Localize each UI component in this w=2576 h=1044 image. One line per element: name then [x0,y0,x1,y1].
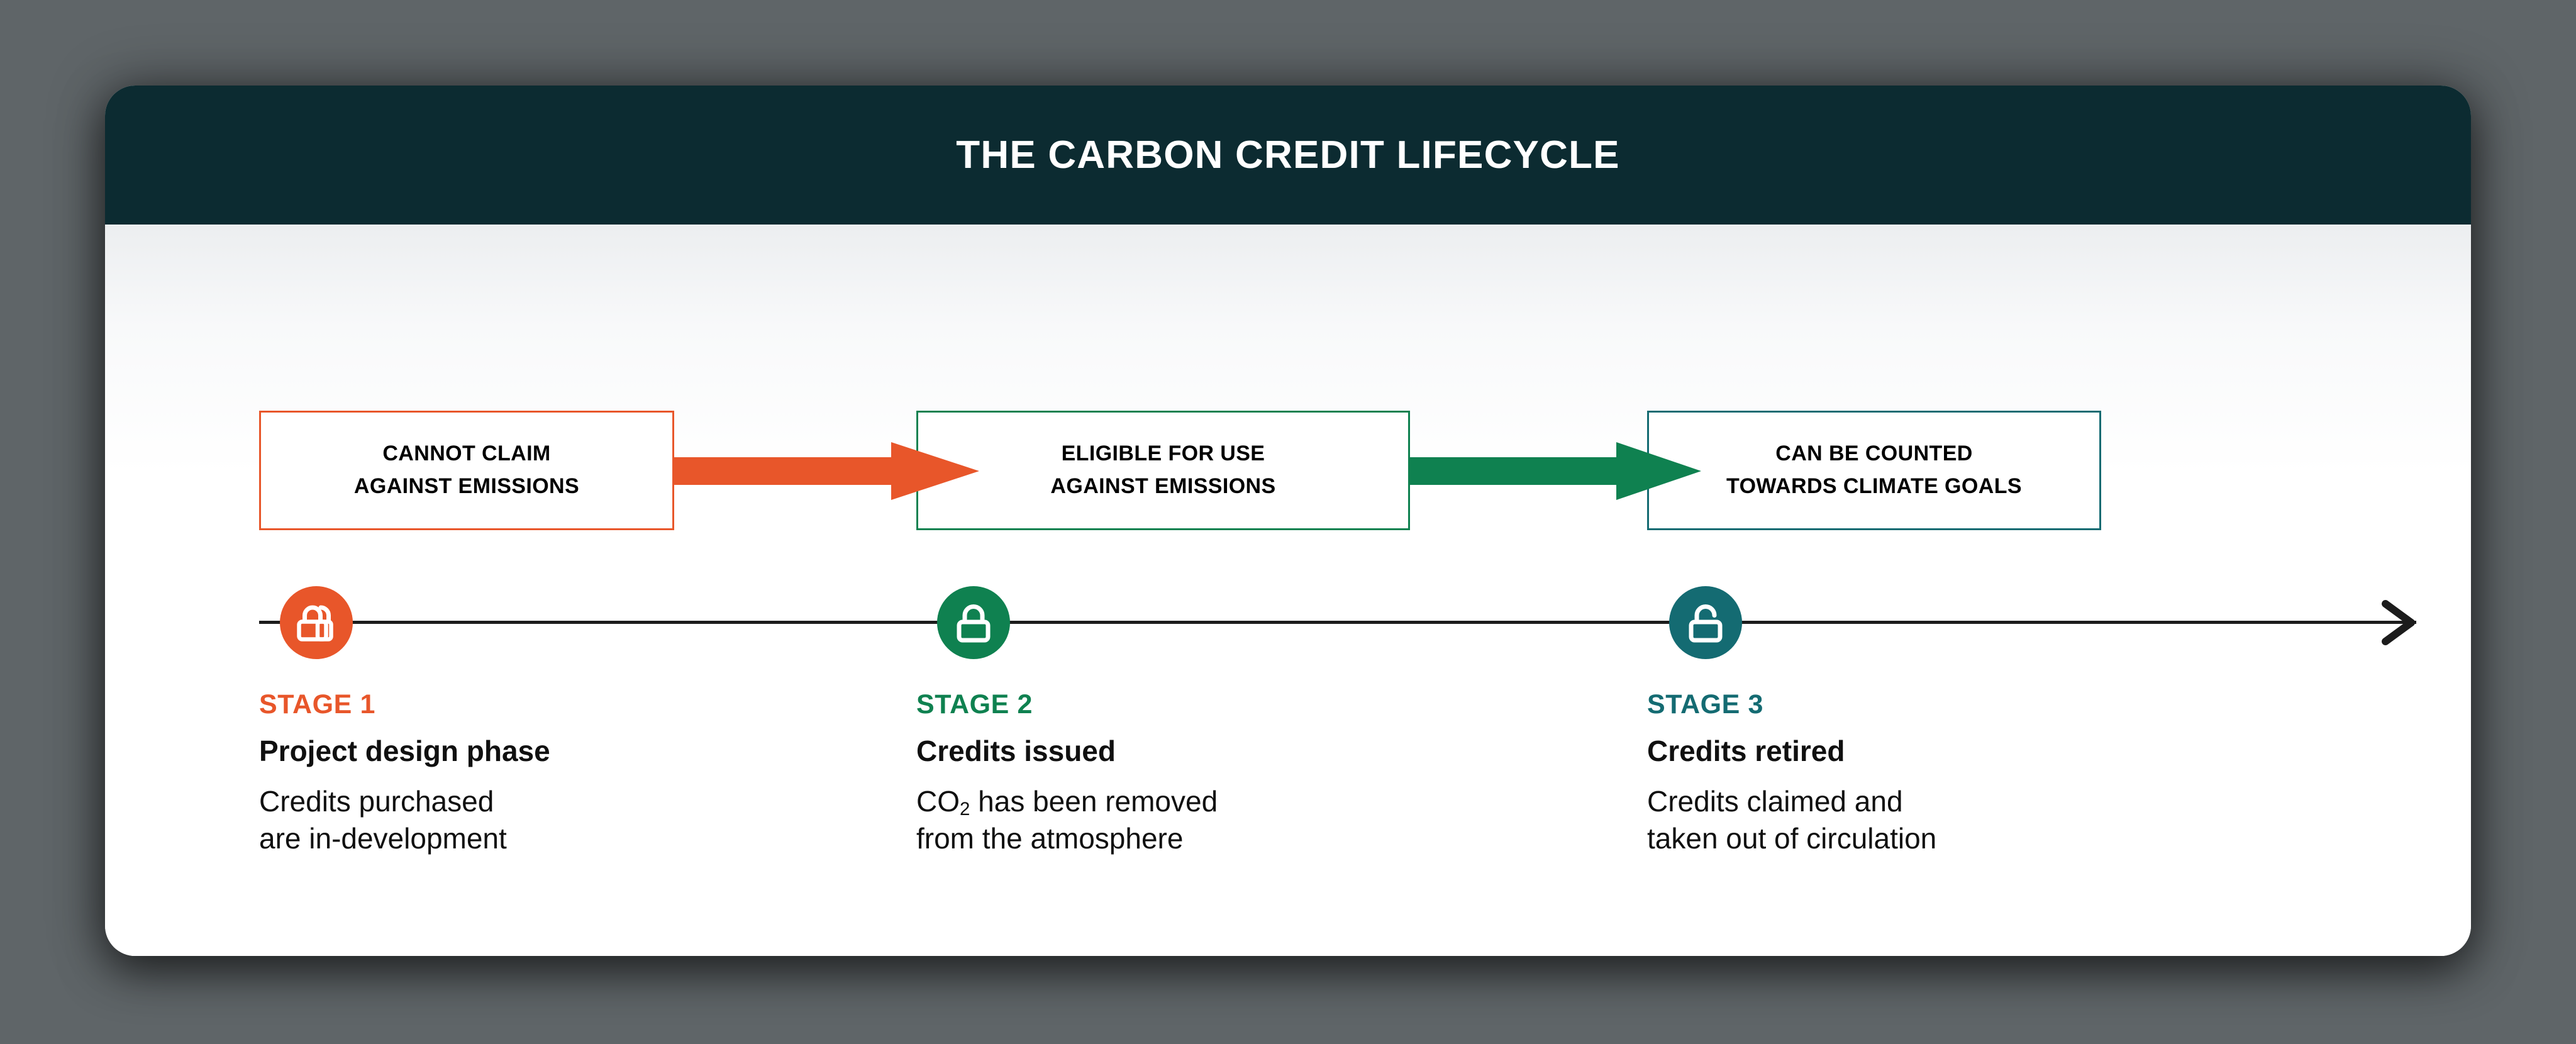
flow-arrow-stage1-to-stage2 [674,441,979,501]
page-title: THE CARBON CREDIT LIFECYCLE [956,133,1620,177]
card-body: CANNOT CLAIM AGAINST EMISSIONS ELIGIBLE … [105,225,2471,956]
stage-column-3: STAGE 3 Credits retired Credits claimed … [1647,691,2213,857]
stage-description: CO2 has been removed from the atmosphere [916,783,1482,857]
stage-node-2 [937,586,1010,659]
stage-description-line-1: Credits claimed and [1647,785,1903,818]
stage-heading: Credits retired [1647,735,1845,767]
status-box-line-1: CANNOT CLAIM [382,441,551,466]
stage-description-line-2: from the atmosphere [916,821,1184,855]
status-box-line-2: AGAINST EMISSIONS [353,474,580,498]
stage-column-2: STAGE 2 Credits issued CO2 has been remo… [916,691,1482,857]
status-box-cannot-claim: CANNOT CLAIM AGAINST EMISSIONS [259,411,674,530]
stage-column-1: STAGE 1 Project design phase Credits pur… [259,691,825,857]
stage-description-line-1: Credits purchased [259,785,494,818]
status-box-line-2: TOWARDS CLIMATE GOALS [1726,474,2022,498]
stage-heading: Credits issued [916,735,1116,767]
stage-description-line-1: CO2 has been removed [916,785,1218,820]
status-box-eligible-for-use: ELIGIBLE FOR USE AGAINST EMISSIONS [916,411,1410,530]
stage-description-line-2: taken out of circulation [1647,821,1937,855]
status-box-line-2: AGAINST EMISSIONS [1050,474,1276,498]
stage-kicker: STAGE 1 [259,689,375,719]
stage-kicker: STAGE 2 [916,689,1033,719]
timeline-arrowhead-icon [2377,599,2427,646]
formula-co2: CO2 [916,785,970,820]
status-box-line-1: CAN BE COUNTED [1775,441,1973,466]
lifecycle-card: THE CARBON CREDIT LIFECYCLE CANNOT CLAIM… [105,86,2471,956]
status-box-line-1: ELIGIBLE FOR USE [1061,441,1265,466]
card-header: THE CARBON CREDIT LIFECYCLE [105,86,2471,225]
stage-description: Credits purchased are in-development [259,783,825,857]
double-padlock-locked-icon [289,596,343,650]
status-box-can-be-counted: CAN BE COUNTED TOWARDS CLIMATE GOALS [1647,411,2101,530]
flow-arrow-stage2-to-stage3 [1409,441,1701,501]
stage-heading: Project design phase [259,735,550,767]
stage-node-3 [1669,586,1742,659]
stage-description: Credits claimed and taken out of circula… [1647,783,2213,857]
stage-node-1 [280,586,353,659]
stage-kicker: STAGE 3 [1647,689,1763,719]
stage-description-line-2: are in-development [259,821,507,855]
padlock-locked-icon [947,596,1001,650]
padlock-unlocked-icon [1679,596,1733,650]
timeline-track [259,621,2416,624]
